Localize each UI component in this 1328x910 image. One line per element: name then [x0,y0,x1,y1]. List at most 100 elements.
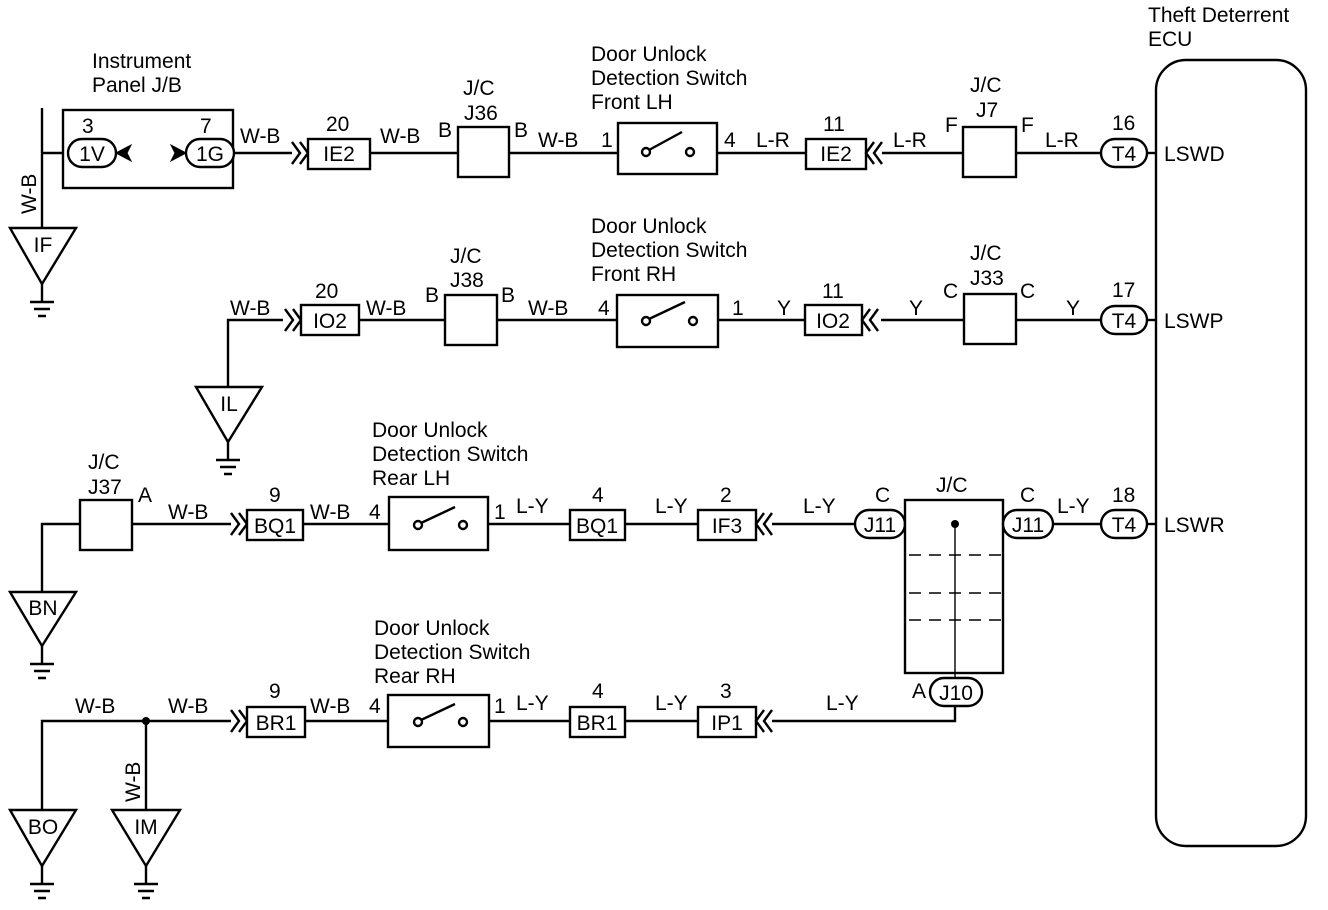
switch-contact-icon [420,505,456,525]
jc-j33-pin-right: C [1020,280,1035,303]
connector-t4-16-label: T4 [1112,143,1137,166]
connector-arrow-icon [230,512,249,536]
switch-front-rh-pin-left: 4 [598,297,610,320]
jc-j36-box [456,125,511,179]
switch-front-rh-title-3: Front RH [591,263,676,286]
connector-ie2-20-label: IE2 [323,143,355,166]
switch-rear-rh-title-1: Door Unlock [374,617,490,640]
jc-j37-pin: A [138,484,152,507]
connector-if3-pin: 2 [720,484,732,507]
switch-front-rh-title-2: Detection Switch [591,239,747,262]
connector-br1-4-pin: 4 [592,680,604,703]
ecu-title-line2: ECU [1148,28,1192,51]
ground-if-symbol [7,226,79,287]
theft-deterrent-ecu: Theft Deterrent ECU [1148,4,1308,848]
jc-j10-j11-box [903,498,1005,675]
jc-big-label: J/C [936,474,968,497]
switch-front-lh-title-1: Door Unlock [591,43,707,66]
switch-front-lh-pin-right: 4 [724,129,736,152]
connector-ip1 [696,705,758,739]
wire-label-f: L-Y [826,692,859,715]
switch-rear-lh-title-3: Rear LH [372,467,450,490]
wire-label-a: W-B [240,125,280,148]
terminal-lswp: LSWP [1164,310,1224,333]
wire-label-d: L-Y [516,692,549,715]
ground-im-symbol [109,808,183,869]
connector-t4-18-label: T4 [1112,514,1137,537]
connector-br1-4 [568,705,627,739]
switch-rear-rh [386,693,491,749]
switch-contact-icon [420,702,456,722]
jc-j38-id: J38 [450,269,484,292]
connector-1g-label: 1G [196,143,224,166]
ground-bn-symbol [7,590,79,649]
connector-j11-left-label: J11 [864,514,896,537]
wire-label-d: L-R [756,129,790,152]
ground-bo-symbol [7,808,79,869]
switch-rear-rh-pin-right: 1 [494,695,506,718]
ground-im-icon [134,866,158,900]
ecu-title-line1: Theft Deterrent [1148,4,1289,27]
connector-arrow-icon [284,308,303,332]
wire-label-d: Y [777,297,791,320]
circuit-rear-rh: W-B W-B W-B BR1 9 W-B Door Unlock Detect… [7,617,984,900]
wire-label-b: W-B [168,695,208,718]
connector-if3-label: IF3 [712,515,742,538]
jc-j38-pin-right: B [501,284,515,307]
connector-arrow-icon [754,512,773,536]
switch-rear-lh-pin-right: 1 [494,501,506,524]
wire-label-b: W-B [366,297,406,320]
wire-label-ground: W-B [18,174,41,214]
connector-t4-16 [1099,137,1149,169]
ground-if-icon [30,284,54,318]
jc-j36-pin-right: B [514,119,528,142]
connector-io2-11-pin: 11 [822,280,844,303]
connector-bq1-9-label: BQ1 [254,515,296,538]
connector-ie2-11-label: IE2 [820,143,852,166]
jc-j7-pin-right: F [1021,114,1034,137]
wire-label-a: W-B [75,695,115,718]
jc-j33-pin-left: C [943,280,958,303]
connector-j10-label: J10 [939,682,973,705]
wire-label-d: L-Y [655,495,688,518]
ground-im-label: IM [134,816,157,839]
wire-label-e: L-R [893,129,927,152]
connector-j11-right [1001,508,1055,540]
connector-t4-17 [1099,304,1149,336]
jb-pin-7: 7 [200,115,212,138]
ground-il-symbol [193,385,265,445]
ecu-box [1154,58,1308,848]
switch-rear-rh-pin-left: 4 [369,695,381,718]
switch-rear-lh-title-2: Detection Switch [372,443,528,466]
jc-j33-box [962,292,1018,346]
wire-label-c: W-B [538,129,578,152]
ground-if-label: IF [34,234,53,257]
jc-j36-id: J36 [464,102,498,125]
connector-ie2-20 [306,137,372,171]
ecu-pin-18: 18 [1112,484,1135,507]
switch-front-lh-pin-left: 1 [601,129,613,152]
wire-label-e: L-Y [655,692,688,715]
switch-front-lh [616,121,719,176]
ground-bn-icon [30,646,54,680]
terminal-lswd: LSWD [1164,143,1225,166]
connector-bq1-9 [245,508,305,542]
connector-br1-9-pin: 9 [269,680,281,703]
ground-il-icon [216,442,240,476]
switch-rear-lh-pin-left: 4 [369,501,381,524]
j11-right-pin: C [1020,484,1035,507]
connector-ie2-11-pin: 11 [823,113,845,136]
jc-j37-id: J37 [88,476,122,499]
ground-bo-icon [30,866,54,900]
connector-br1-4-label: BR1 [577,712,618,735]
connector-arrow-icon [230,709,249,733]
connector-io2-20 [299,303,361,337]
switch-front-lh-title-3: Front LH [591,91,673,114]
connector-br1-9-label: BR1 [256,712,297,735]
connector-io2-20-label: IO2 [313,310,347,333]
wire-label-c: L-Y [516,495,549,518]
terminal-lswr: LSWR [1164,514,1225,537]
jb-title-line2: Panel J/B [92,74,182,97]
jc-j7-label: J/C [970,74,1002,97]
connector-1v-label: 1V [79,143,105,166]
